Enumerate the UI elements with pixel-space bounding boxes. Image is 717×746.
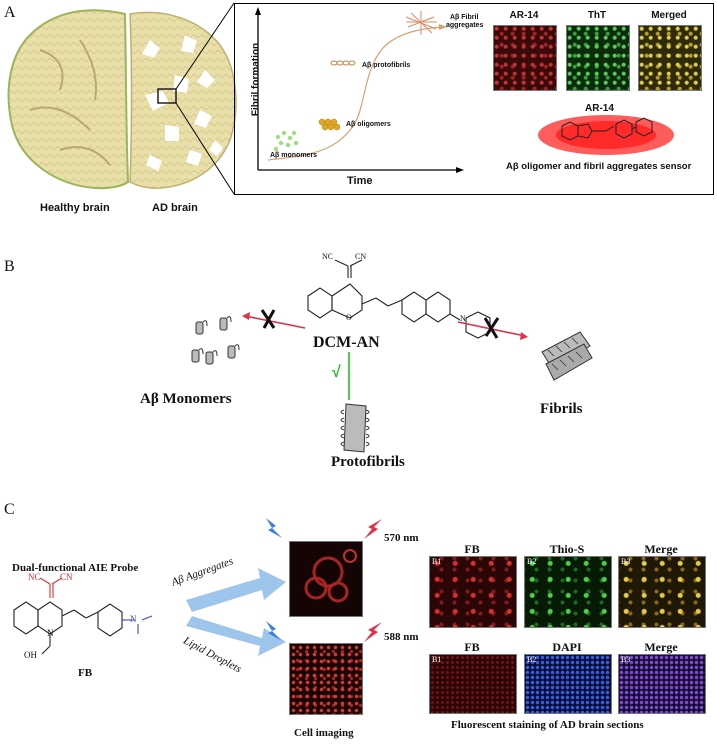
grid-bottom-label-dapi: DAPI: [552, 640, 582, 654]
section-dapi-bottom: [524, 654, 612, 714]
cell-image-lipid: [289, 643, 363, 715]
grid-top-label-thios: Thio-S: [549, 542, 585, 556]
healthy-brain-shape: [7, 9, 130, 190]
n-label-c: N: [47, 628, 54, 638]
tht-image-label: ThT: [587, 10, 607, 21]
merged-image-label: Merged: [651, 10, 687, 21]
grid-bottom-sub-b3: B3: [621, 655, 631, 664]
section-fb-top: [429, 556, 517, 628]
zoom-box: [157, 88, 177, 104]
panel-a-frame: [234, 3, 714, 195]
grid-top-sub-b2: B2: [527, 557, 537, 566]
grid-bottom-sub-b2: B2: [527, 655, 537, 664]
grid-top-label-fb: FB: [464, 542, 480, 556]
nc-label-c: NC: [28, 572, 41, 582]
panel-b-letter: B: [4, 258, 15, 275]
y-axis-label: Fibril formation: [250, 42, 262, 117]
grid-bottom-sub-b1: B1: [432, 655, 442, 664]
ad-brain-shape: [129, 11, 237, 189]
section-fb-bottom: [429, 654, 517, 714]
protofibril-icon-b: [340, 403, 370, 453]
ar14-micrograph: [493, 25, 557, 91]
fb-structure: [13, 577, 153, 655]
fibrils-label-b: Fibrils: [540, 401, 583, 417]
emission-icon-bottom: [364, 622, 382, 642]
check-mark: √: [332, 364, 341, 381]
section-merge-bottom: [618, 654, 706, 714]
merged-micrograph: [638, 25, 702, 91]
ad-brain-label: AD brain: [152, 202, 198, 214]
grid-top-label-merge: Merge: [644, 542, 678, 556]
ar14-structure: [538, 115, 674, 155]
cell-imaging-caption: Cell imaging: [294, 727, 354, 739]
monomers-label-b: Aβ Monomers: [140, 391, 232, 407]
wavelength-bottom: 588 nm: [384, 631, 419, 643]
wavelength-top: 570 nm: [384, 532, 419, 544]
oligomers-label: Aβ oligomers: [346, 121, 391, 128]
emission-icon-top: [364, 519, 382, 539]
panel-b-arrows: [242, 309, 528, 400]
n-dimethyl-label: N: [130, 614, 137, 624]
n-label-b: N: [460, 314, 466, 323]
oh-label: OH: [24, 650, 37, 660]
protofibril-icon: [330, 60, 356, 66]
brain-illustration: [7, 2, 237, 195]
sigmoid-curve: [267, 26, 442, 161]
dcm-an-label: DCM-AN: [313, 334, 380, 351]
fibril-curve-chart: [255, 7, 464, 173]
monomer-dots-icon: [273, 130, 299, 152]
cell-image-aggregates: [289, 541, 363, 617]
section-merge-top: [618, 556, 706, 628]
o-label-b: O: [346, 313, 352, 322]
grid-top-sub-b1: B1: [432, 557, 442, 566]
grid-bottom-label-merge: Merge: [644, 640, 678, 654]
panel-a-letter: A: [4, 4, 16, 21]
grid-top-sub-b3: B3: [621, 557, 631, 566]
panel-c-letter: C: [4, 501, 15, 518]
x-axis-label: Time: [347, 175, 373, 187]
cn-label-b: CN: [355, 252, 367, 261]
ar14-probe-name: AR-14: [585, 103, 614, 114]
blue-arrows: [186, 568, 286, 656]
aie-probe-title: Dual-functional AIE Probe: [12, 562, 139, 574]
fibril-label-2: aggregates: [446, 22, 484, 29]
monomers-label: Aβ monomers: [270, 152, 318, 159]
fb-probe-name: FB: [78, 667, 93, 679]
fibril-label-1: Aβ Fibril: [450, 14, 479, 21]
sensor-caption: Aβ oligomer and fibril aggregates sensor: [506, 161, 692, 172]
brain-section-caption: Fluorescent staining of AD brain section…: [451, 719, 644, 731]
lightning-icon-bottom: [266, 621, 282, 641]
section-thios-top: [524, 556, 612, 628]
nc-label-b: NC: [322, 252, 334, 261]
fibril-icon-b: [541, 331, 593, 381]
oligomer-icon: [318, 118, 341, 131]
lightning-icon-top: [266, 518, 282, 538]
grid-bottom-label-fb: FB: [464, 640, 480, 654]
fibril-aggregate-icon: [405, 11, 437, 35]
healthy-brain-label: Healthy brain: [40, 202, 110, 214]
ar14-image-label: AR-14: [509, 10, 539, 21]
cn-label-c: CN: [60, 572, 73, 582]
monomer-icons: [191, 316, 240, 365]
tht-micrograph: [566, 25, 630, 91]
protofibrils-label-b: Protofibrils: [331, 454, 405, 470]
protofibrils-label: Aβ protofibrils: [362, 62, 411, 69]
